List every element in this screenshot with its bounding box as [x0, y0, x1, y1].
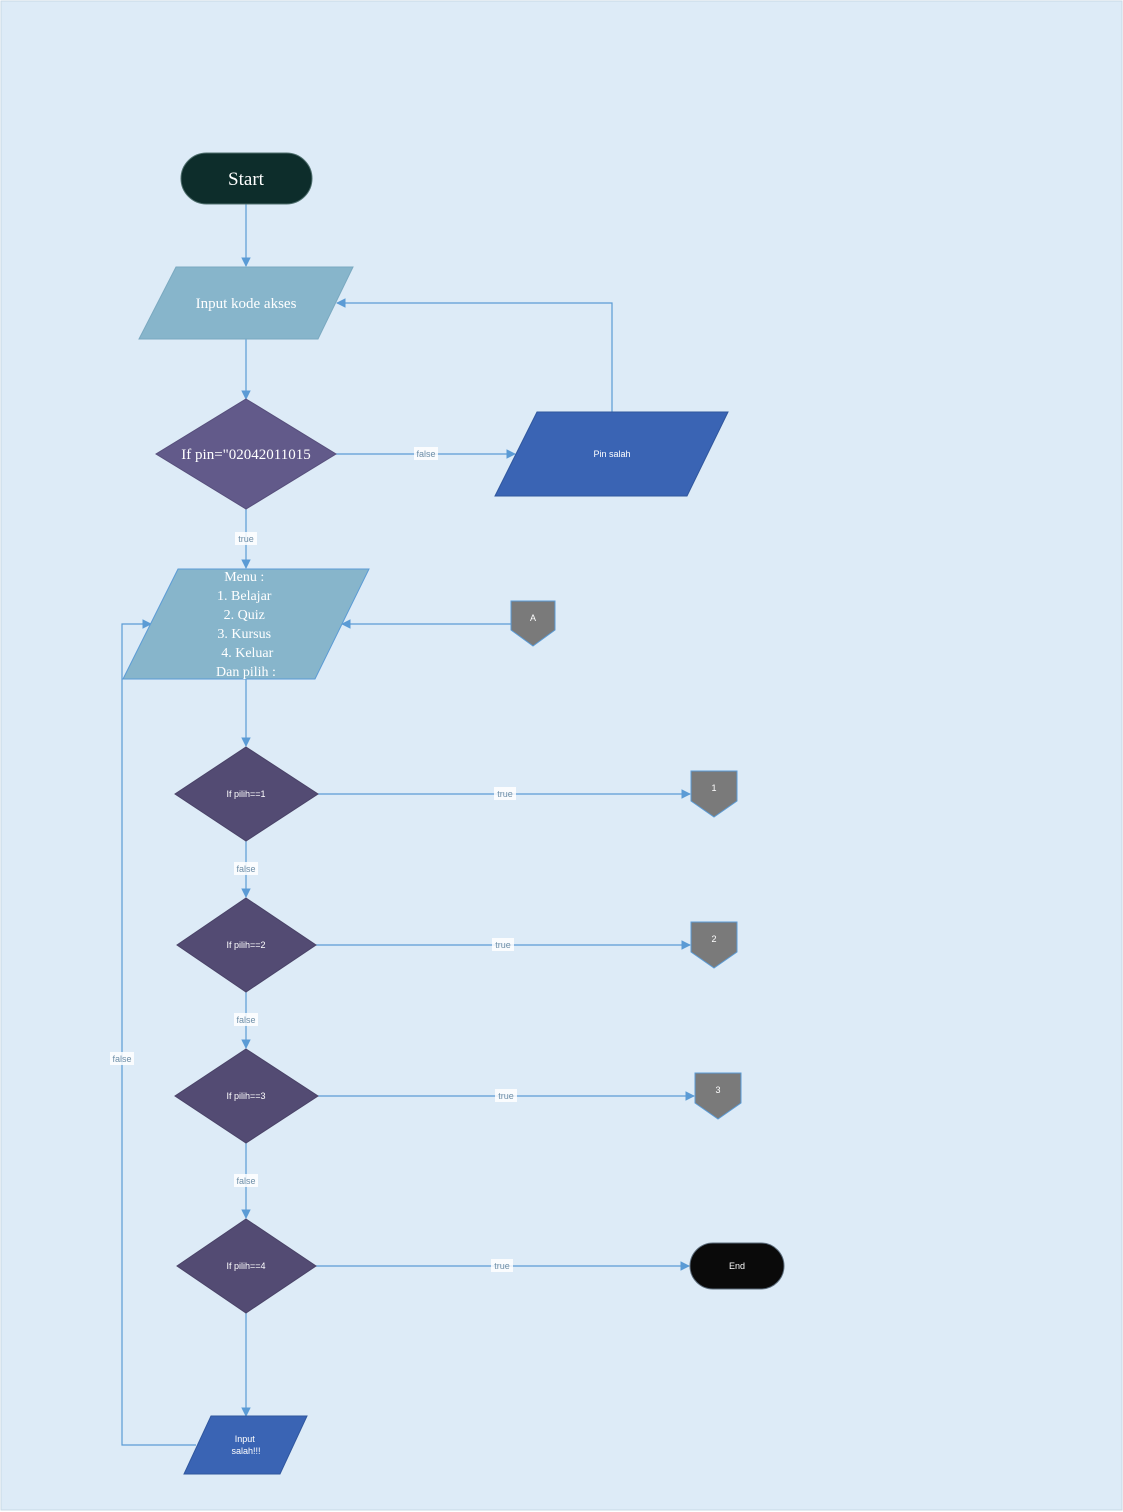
if-pilih-3-decision: If pilih==3 — [174, 1048, 319, 1144]
menu-line-belajar: 1. Belajar — [217, 589, 272, 604]
if-pilih-1-label: If pilih==1 — [226, 789, 265, 799]
edge-labels: false true true false true false true fa… — [110, 447, 517, 1272]
edge-input-salah-loop — [121, 619, 196, 1446]
edge-label-p1-true: true — [497, 789, 513, 799]
connector-a-label: A — [530, 613, 536, 623]
offpage-connector-2: 2 — [690, 921, 738, 969]
if-pilih-1-decision: If pilih==1 — [174, 746, 319, 842]
if-pin-label: If pin="02042011015 — [181, 447, 310, 463]
offpage-connector-3: 3 — [694, 1072, 742, 1120]
edge-label-p1-false: false — [236, 864, 255, 874]
menu-line-kursus: 3. Kursus — [217, 627, 271, 642]
end-terminator: End — [689, 1242, 785, 1290]
pin-salah-node: Pin salah — [494, 411, 729, 497]
if-pilih-4-decision: If pilih==4 — [176, 1218, 317, 1314]
if-pilih-3-label: If pilih==3 — [226, 1091, 265, 1101]
input-salah-node: Input salah!!! — [183, 1415, 308, 1475]
edge-label-p2-false: false — [236, 1015, 255, 1025]
menu-node: Menu : 1. Belajar 2. Quiz 3. Kursus 4. K… — [122, 568, 370, 680]
input-salah-text: Input salah!!! — [231, 1434, 260, 1456]
if-pilih-2-decision: If pilih==2 — [176, 897, 317, 993]
input-salah-line-1: Input — [235, 1434, 256, 1444]
edge-label-p2-true: true — [495, 940, 511, 950]
if-pin-decision: If pin="02042011015 — [155, 398, 337, 510]
start-terminator: Start — [180, 152, 313, 205]
offpage-connector-a: A — [510, 600, 556, 647]
start-label: Start — [228, 169, 265, 190]
if-pilih-4-label: If pilih==4 — [226, 1261, 265, 1271]
edge-pin-salah-loop — [336, 298, 613, 412]
input-salah-line-2: salah!!! — [231, 1446, 260, 1456]
edge-label-p3-false: false — [236, 1176, 255, 1186]
connector-1-label: 1 — [711, 783, 716, 793]
edge-label-p3-true: true — [498, 1091, 514, 1101]
edge-label-pin-false: false — [416, 449, 435, 459]
connector-3-label: 3 — [715, 1085, 720, 1095]
menu-line-quiz: 2. Quiz — [224, 608, 265, 623]
input-kode-akses-node: Input kode akses — [138, 266, 354, 340]
menu-text: Menu : 1. Belajar 2. Quiz 3. Kursus 4. K… — [216, 570, 277, 680]
edge-label-loop-false: false — [112, 1054, 131, 1064]
offpage-connector-1: 1 — [690, 770, 738, 818]
menu-line-pilih: Dan pilih : — [216, 665, 276, 680]
end-label: End — [729, 1261, 745, 1271]
connector-2-label: 2 — [711, 934, 716, 944]
input-kode-akses-label: Input kode akses — [196, 296, 297, 312]
edge-label-p4-true: true — [494, 1261, 510, 1271]
if-pilih-2-label: If pilih==2 — [226, 940, 265, 950]
menu-line-title: Menu : — [224, 570, 264, 585]
edge-label-pin-true: true — [238, 534, 254, 544]
menu-line-keluar: 4. Keluar — [221, 646, 273, 661]
pin-salah-label: Pin salah — [593, 449, 630, 459]
